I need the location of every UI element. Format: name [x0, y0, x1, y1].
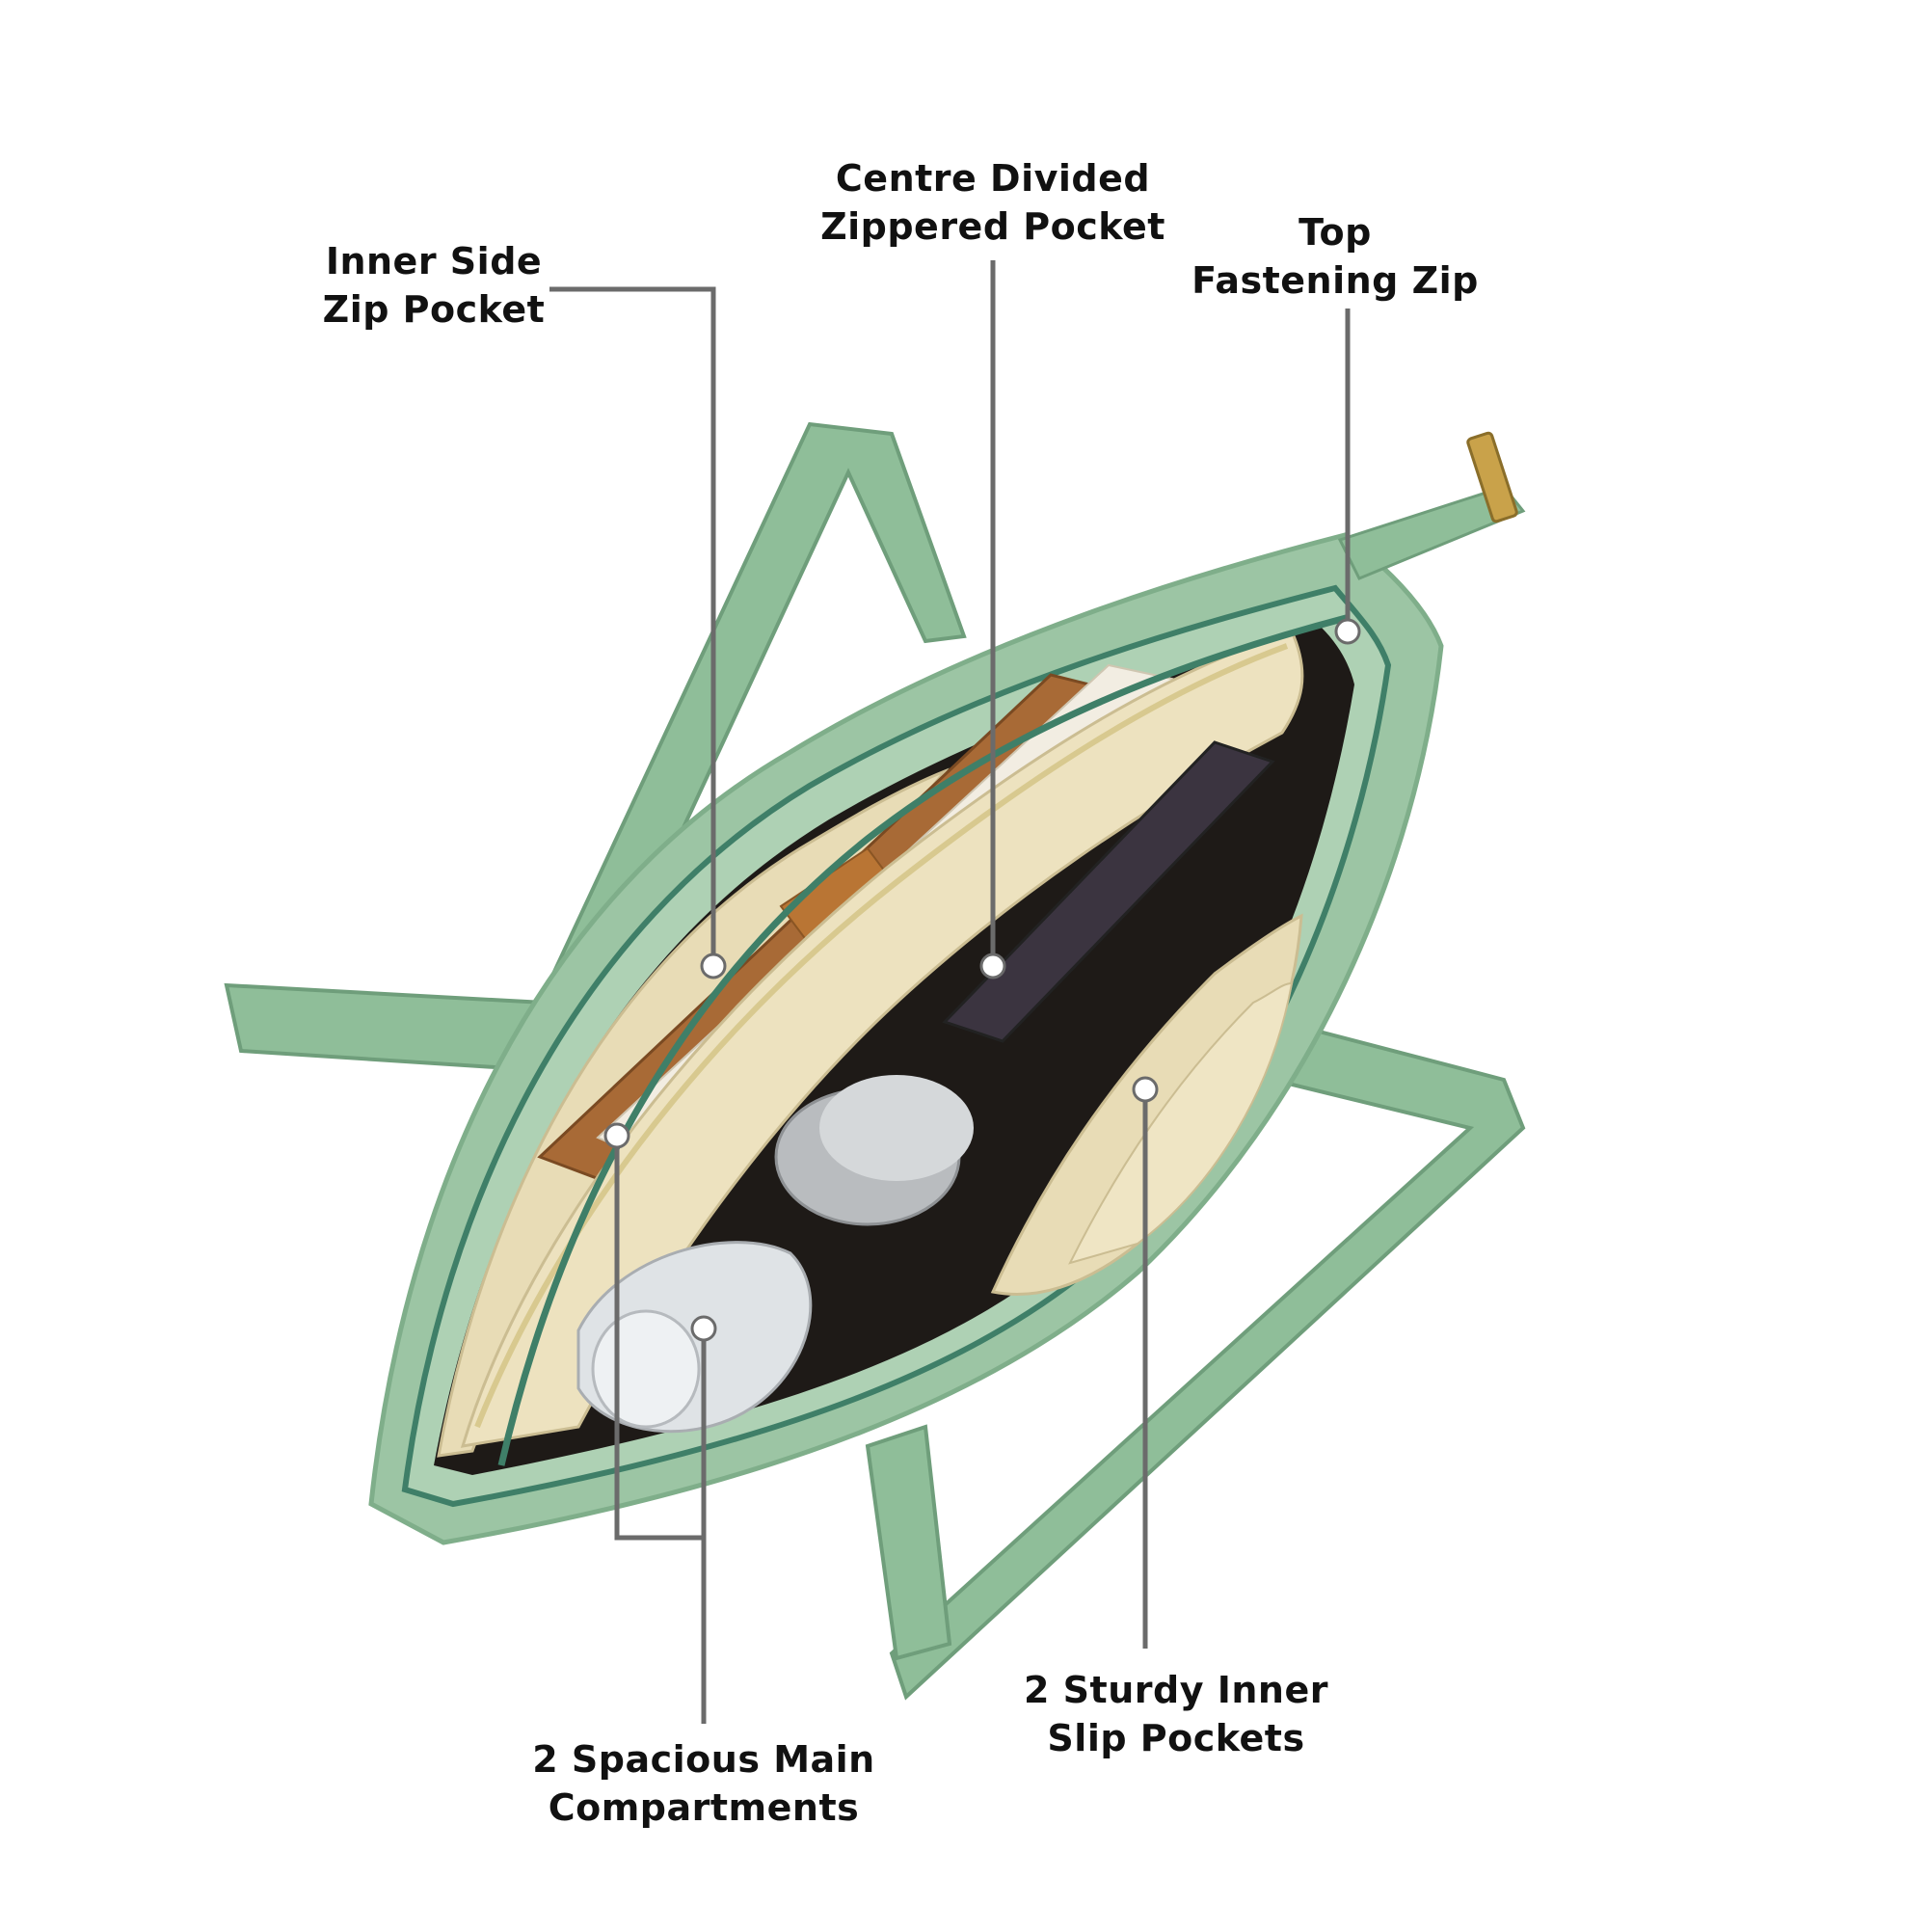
callout-spacious-main-compartments: 2 Spacious Main Compartments [511, 1735, 897, 1832]
dot-inner-side-zip [700, 953, 727, 979]
centre-zippered-pocket [460, 630, 1304, 1448]
callout-line: Fastening Zip [1192, 259, 1479, 302]
top-fastening-zip-track [497, 613, 1351, 1466]
callout-centre-divided-zippered-pocket: Centre Divided Zippered Pocket [810, 154, 1176, 251]
callout-top-fastening-zip: Top Fastening Zip [1176, 208, 1494, 305]
callout-line: Slip Pockets [1047, 1717, 1305, 1759]
callout-line: Zip Pocket [322, 288, 546, 331]
right-strap [865, 1019, 1526, 1701]
callout-inner-side-zip-pocket: Inner Side Zip Pocket [289, 237, 578, 334]
inner-slip-pocket-2 [1068, 981, 1294, 1265]
dot-centre-pocket [979, 953, 1006, 979]
callout-sturdy-inner-slip-pockets: 2 Sturdy Inner Slip Pockets [1003, 1666, 1350, 1762]
callout-line: Compartments [548, 1786, 860, 1829]
zip-puller-icon [1337, 431, 1526, 580]
callout-line: Top [1299, 211, 1372, 254]
dot-main-compartment-1 [603, 1122, 630, 1149]
leader-main-compartments [614, 1136, 707, 1724]
leader-inner-side-zip [549, 286, 716, 964]
dot-slip-pockets [1132, 1076, 1159, 1103]
centre-pocket-zip [474, 643, 1289, 1429]
callout-line: Centre Divided [835, 157, 1151, 200]
dot-main-compartment-2 [690, 1315, 717, 1342]
phone [942, 740, 1275, 1043]
leader-lines [549, 260, 1351, 1724]
leader-dots [603, 618, 1361, 1342]
callout-line: 2 Spacious Main [532, 1738, 875, 1781]
callout-line: 2 Sturdy Inner [1024, 1669, 1328, 1711]
tin-container [774, 1075, 974, 1226]
callout-line: Zippered Pocket [820, 205, 1165, 248]
dot-top-zip [1334, 618, 1361, 645]
callout-line: Inner Side [325, 240, 543, 282]
